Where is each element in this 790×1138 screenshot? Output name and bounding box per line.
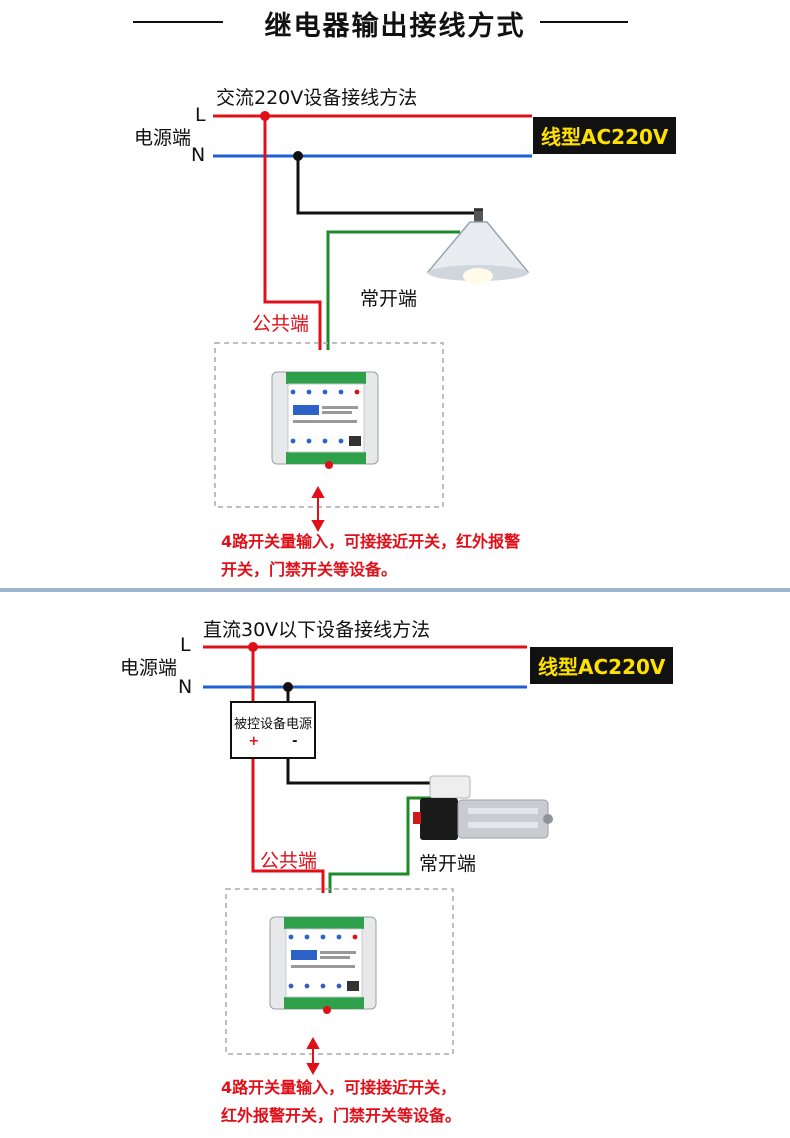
output-wire-1 <box>326 230 460 350</box>
section2-common-label: 公共端 <box>260 850 318 872</box>
section2-note-line1: 4路开关量输入，可接接近开关， <box>221 1078 457 1097</box>
title-rule-left <box>133 21 223 23</box>
section2-label-n: N <box>178 676 193 698</box>
section1-note-line2: 开关，门禁开关等设备。 <box>221 560 398 579</box>
section2-label-l: L <box>180 634 191 656</box>
section2-note: 4路开关量输入，可接接近开关， 红外报警开关，门禁开关等设备。 <box>221 1074 461 1130</box>
relay-module-2 <box>269 916 377 1014</box>
section2-heading: 直流30V以下设备接线方法 <box>203 619 431 641</box>
section2-line-type-badge: 线型AC220V <box>530 647 674 684</box>
section1-power-label: 电源端 <box>134 127 192 149</box>
double-arrow-1 <box>311 485 325 533</box>
page-title: 继电器输出接线方式 <box>264 11 526 42</box>
device-frame-1 <box>214 342 444 508</box>
section1-normally-open-label: 常开端 <box>360 288 418 310</box>
common-wire-1 <box>263 116 322 350</box>
controlled-device-power-box: 被控设备电源 + - <box>230 701 316 759</box>
psu-plus-terminal: + <box>248 734 260 749</box>
section2-note-line2: 红外报警开关，门禁开关等设备。 <box>221 1106 462 1125</box>
double-arrow-2 <box>306 1036 320 1076</box>
section1-note-line1: 4路开关量输入，可接接近开关，红外报警 <box>221 532 521 551</box>
pendant-lamp-icon <box>426 208 530 284</box>
lamp-neutral-wire-1 <box>296 156 480 232</box>
section2-power-label: 电源端 <box>120 657 178 679</box>
common-wire-2 <box>251 759 325 893</box>
device-frame-2 <box>225 888 454 1055</box>
section2-normally-open-label: 常开端 <box>419 853 477 875</box>
section1-heading: 交流220V设备接线方法 <box>216 87 418 109</box>
psu-label: 被控设备电源 <box>233 717 312 732</box>
section1-label-l: L <box>195 104 206 126</box>
valve-minus-wire <box>286 759 430 785</box>
section1-note: 4路开关量输入，可接接近开关，红外报警 开关，门禁开关等设备。 <box>221 528 520 584</box>
title-rule-right <box>540 21 628 23</box>
output-wire-2 <box>328 796 436 893</box>
section1-common-label: 公共端 <box>252 313 310 335</box>
section1-label-n: N <box>191 144 206 166</box>
relay-module-1 <box>271 371 379 469</box>
section1-line-type-badge: 线型AC220V <box>533 117 677 154</box>
psu-minus-terminal: - <box>292 734 298 749</box>
solenoid-valve-icon <box>413 775 553 840</box>
